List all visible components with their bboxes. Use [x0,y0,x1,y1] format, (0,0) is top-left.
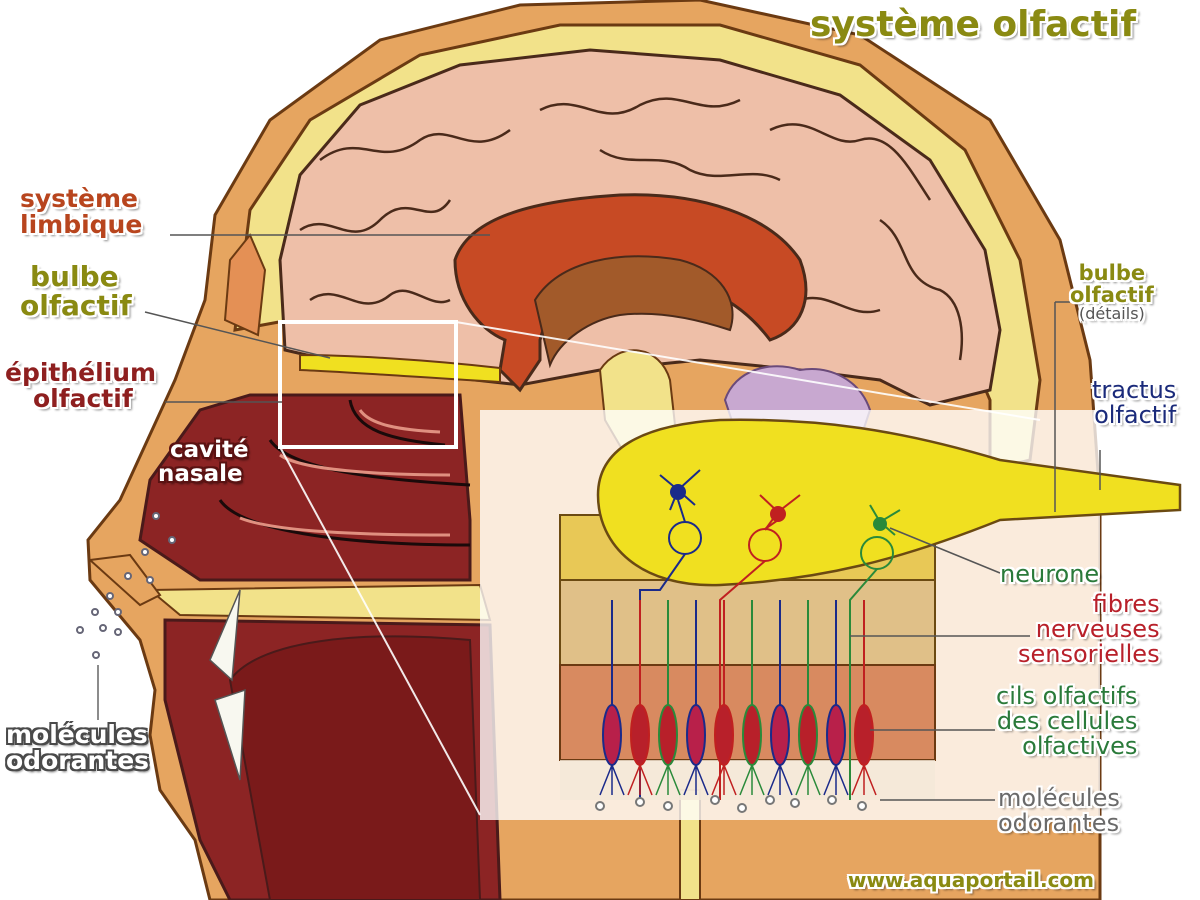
label-cils-olfactifs: cils olfactifs des cellules olfactives [996,682,1138,761]
thalamus [533,255,734,369]
label-bulbe-olfactif: bulbe olfactif [20,262,132,321]
axon-lines [611,600,865,705]
label-line: épithélium [5,358,157,387]
label-fibres-nerveuses-sensorielles: fibres nerveuses sensorielles [1018,590,1160,669]
lower-tooth [214,688,246,781]
leader-lines [144,234,1101,801]
odor-molecules-left [76,512,176,659]
odor-molecules-right [595,795,867,813]
label-line: nerveuses [1035,615,1160,644]
cilia [599,764,877,796]
label-systeme-limbique: système limbique [20,184,143,240]
label-line: bulbe [1078,261,1146,285]
label-line: olfactives [1022,732,1138,761]
label-line: nasale [158,461,243,488]
label-epithelium-olfactif: épithélium olfactif [5,358,157,414]
neuron-red-body [770,506,786,522]
label-molecules-odorantes-right: molécules odorantes [998,784,1120,838]
label-line: limbique [20,210,143,240]
label-line: molécules [6,720,148,749]
label-cavite-nasale: cavité nasale [158,438,249,486]
neuron-green-body [873,517,887,531]
label-line: bulbe [30,260,119,293]
limbic-system [453,193,808,393]
website-credit: www.aquaportail.com [848,868,1095,892]
tongue [228,635,482,900]
upper-tooth [209,589,241,682]
nose-tip [87,553,162,607]
label-line: cavité [170,437,249,463]
olfactory-bulb-detail [596,418,1182,587]
label-line: olfactif [33,384,133,414]
label-line: système [20,184,138,213]
label-tractus-olfactif: tractus olfactif [1092,376,1177,430]
label-line: olfactif [1070,283,1154,308]
diagram-title: système olfactif [810,4,1136,45]
label-line: molécules [998,784,1120,812]
label-line: sensorielles [1018,640,1160,669]
label-line: odorantes [6,746,150,776]
cribriform-layer [559,579,936,666]
label-molecules-odorantes-left: molécules odorantes [6,720,150,776]
label-line: tractus [1092,376,1177,404]
brain-folds [299,97,964,361]
palate [147,583,492,622]
zoom-line-top [455,321,1041,421]
label-neurone: neurone [1000,560,1100,588]
nasal-cavity [138,393,472,582]
label-line: des cellules [996,707,1138,736]
label-line: (détails) [1078,304,1145,324]
frontal-sinus [223,233,267,337]
turbinate-highlights [239,409,451,537]
mucus-layer [560,760,935,800]
label-line: olfactif [1094,401,1177,430]
label-line: cils olfactifs [996,682,1138,710]
label-line: fibres [1092,590,1160,618]
label-line: odorantes [998,809,1120,838]
neuron-blue-body [670,484,686,500]
zoom-box [278,320,458,449]
label-bulbe-olfactif-details: bulbe olfactif (détails) [1070,262,1154,323]
olfactory-bulb-small [299,353,501,384]
zoom-line-bottom [279,446,481,816]
label-line: olfactif [20,289,132,323]
